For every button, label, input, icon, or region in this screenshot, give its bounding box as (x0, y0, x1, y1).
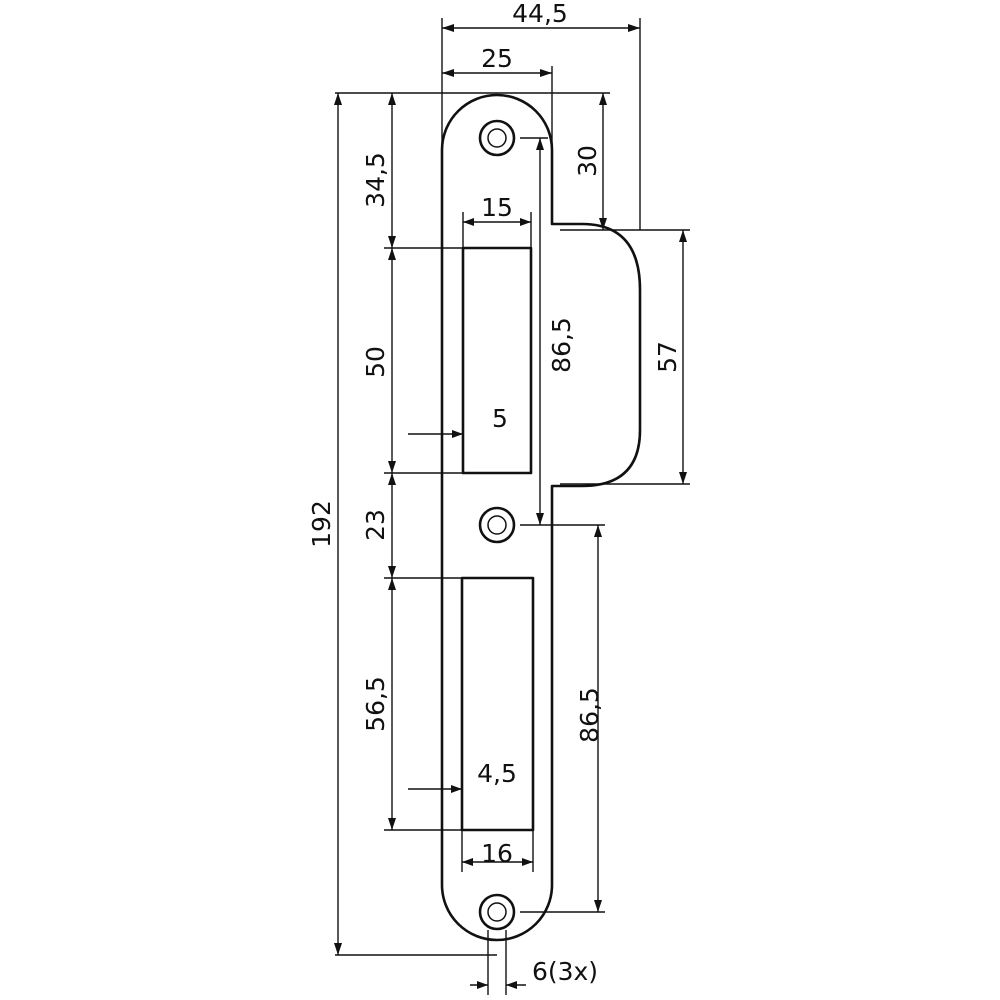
dim-slot-gap: 23 (361, 509, 390, 541)
dim-upper-slot-inset: 5 (492, 404, 508, 433)
dim-overall-width: 44,5 (512, 0, 568, 28)
dim-hole-spacing-lower: 86,5 (575, 687, 604, 743)
dimension-arrows (334, 24, 687, 989)
dim-lower-slot-height: 56,5 (361, 676, 390, 732)
dim-hole-diameter: 6(3x) (532, 957, 598, 986)
strike-plate-outline (440, 93, 642, 942)
lower-slot (460, 576, 535, 832)
dim-lip-height: 57 (653, 341, 682, 373)
dim-lower-slot-inset: 4,5 (477, 759, 517, 788)
upper-slot (461, 246, 533, 475)
extension-lines (335, 18, 690, 995)
dim-plate-width: 25 (481, 44, 513, 73)
dim-top-to-slot: 34,5 (361, 152, 390, 208)
dim-hole-spacing-upper: 86,5 (547, 317, 576, 373)
screw-hole-bottom (478, 893, 516, 931)
dim-upper-slot-height: 50 (361, 346, 390, 378)
screw-hole-top (478, 119, 516, 157)
dim-lower-slot-width: 16 (481, 839, 513, 868)
dim-upper-slot-width: 15 (481, 193, 513, 222)
dim-lip-offset: 30 (573, 145, 602, 177)
dimension-lines (337, 27, 684, 986)
dim-overall-height: 192 (307, 500, 336, 548)
screw-hole-middle (478, 506, 516, 544)
